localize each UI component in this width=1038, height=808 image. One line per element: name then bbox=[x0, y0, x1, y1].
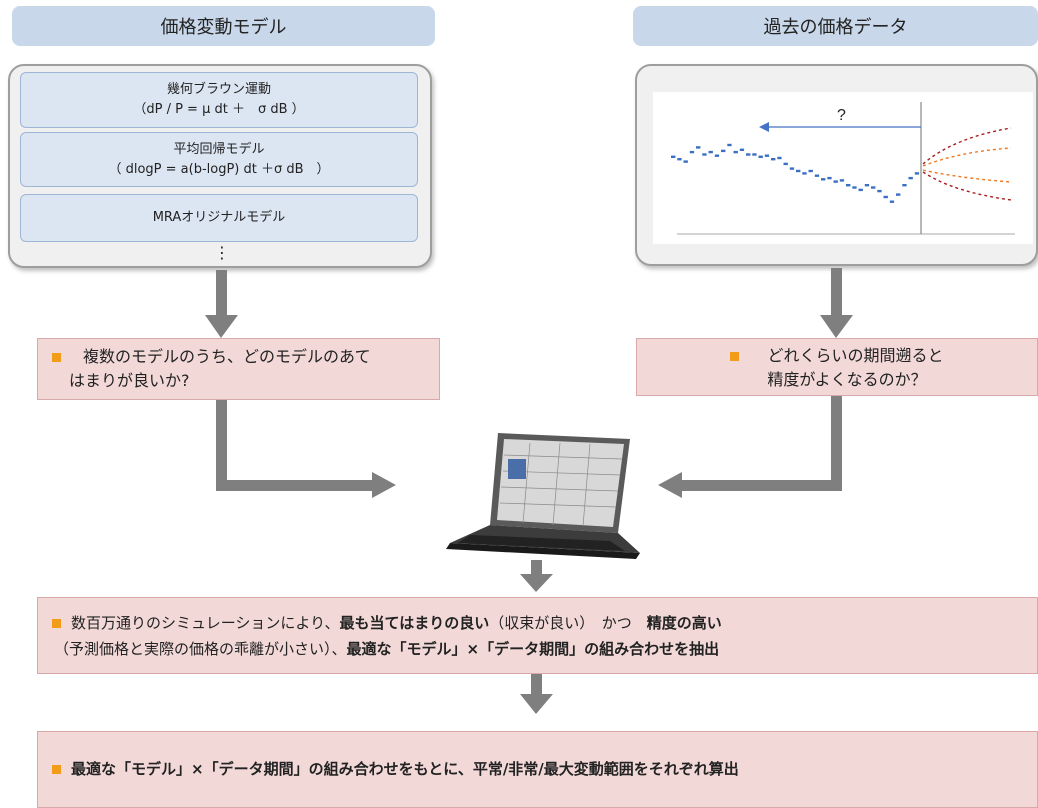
bullet-icon bbox=[52, 765, 61, 774]
result-box-2: 最適な「モデル」×「データ期間」の組み合わせをもとに、平常/非常/最大変動範囲を… bbox=[37, 731, 1038, 808]
model-box-mra: MRAオリジナルモデル bbox=[20, 194, 418, 242]
model-name: 幾何ブラウン運動 bbox=[166, 82, 271, 97]
question-left-line1: 複数のモデルのうち、どのモデルのあて bbox=[83, 347, 371, 366]
model-header: 価格変動モデル bbox=[12, 6, 435, 46]
result1-text-a: 数百万通りのシミュレーションにより、 bbox=[71, 614, 340, 632]
bullet-icon bbox=[52, 353, 61, 362]
price-chart: ? bbox=[671, 102, 1015, 235]
model-formula: （dP / P = μ dt ＋ σ dB ） bbox=[133, 102, 305, 117]
question-right-line1: どれくらいの期間遡ると bbox=[767, 346, 944, 365]
lookback-arrow-head bbox=[759, 122, 769, 132]
data-header: 過去の価格データ bbox=[633, 6, 1038, 46]
question-right-line2: 精度がよくなるのか？ bbox=[767, 370, 927, 389]
series-layer bbox=[671, 143, 920, 203]
result-box-1: 数百万通りのシミュレーションにより、最も当てはまりの良い（収束が良い） かつ 精… bbox=[37, 597, 1038, 674]
result1-emph-accuracy: 精度の高い bbox=[646, 614, 722, 632]
data-header-text: 過去の価格データ bbox=[763, 17, 908, 38]
models-ellipsis: ⋮ bbox=[214, 243, 230, 262]
result1-emph-combination: 最適な「モデル」×「データ期間」の組み合わせを抽出 bbox=[346, 640, 720, 658]
model-formula: （ dlogP = a(b-logP) dt ＋σ dB ） bbox=[108, 161, 330, 177]
forecast-lower-inner bbox=[922, 169, 1012, 183]
chart-card: ? bbox=[653, 92, 1033, 244]
model-header-text: 価格変動モデル bbox=[160, 17, 287, 38]
bullet-icon bbox=[52, 619, 61, 628]
question-left-line2: はまりが良いか? bbox=[69, 371, 190, 390]
result1-emph-best-fit: 最も当てはまりの良い bbox=[339, 614, 490, 632]
model-box-gbm: 幾何ブラウン運動 （dP / P = μ dt ＋ σ dB ） bbox=[20, 72, 418, 128]
forecast-lower-outer bbox=[922, 171, 1012, 201]
forecast-upper-outer bbox=[922, 127, 1012, 165]
model-box-mean-reversion: 平均回帰モデル （ dlogP = a(b-logP) dt ＋σ dB ） bbox=[20, 132, 418, 187]
question-right-box: どれくらいの期間遡ると 精度がよくなるのか？ bbox=[636, 338, 1038, 396]
result2-text: 最適な「モデル」×「データ期間」の組み合わせをもとに、平常/非常/最大変動範囲を… bbox=[71, 760, 739, 778]
forecast-upper-inner bbox=[922, 147, 1012, 167]
question-left-box: 複数のモデルのうち、どのモデルのあて はまりが良いか? bbox=[37, 338, 440, 400]
model-name: MRAオリジナルモデル bbox=[152, 210, 286, 225]
laptop-illustration bbox=[446, 433, 640, 559]
model-name: 平均回帰モデル bbox=[173, 141, 265, 157]
result1-text-l2a: （予測価格と実際の価格の乖離が小さい）、 bbox=[54, 640, 347, 658]
result1-text-c: （収束が良い） かつ bbox=[489, 614, 647, 632]
bullet-icon bbox=[730, 352, 740, 361]
chart-question: ? bbox=[837, 107, 846, 124]
